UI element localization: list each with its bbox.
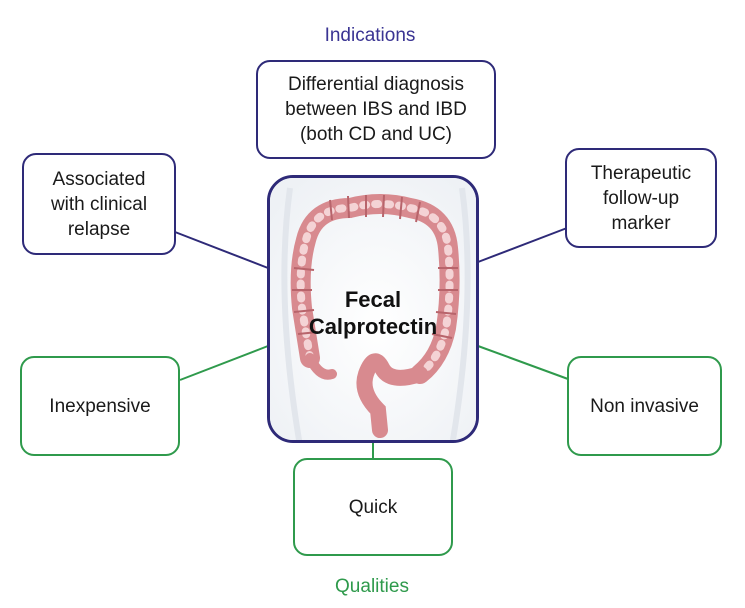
- inexpensive-box: Inexpensive: [20, 356, 180, 456]
- differential-diagnosis-box: Differential diagnosis between IBS and I…: [256, 60, 496, 159]
- connector-relapse: [174, 231, 269, 269]
- fecal-calprotectin-center: Fecal Calprotectin: [267, 175, 479, 443]
- connector-followup: [477, 227, 568, 263]
- center-title-line2: Calprotectin: [308, 314, 438, 339]
- connector-noninvasive: [477, 345, 569, 380]
- connector-inexpensive: [179, 345, 269, 381]
- clinical-relapse-box: Associated with clinical relapse: [22, 153, 176, 255]
- non-invasive-box: Non invasive: [567, 356, 722, 456]
- qualities-caption: Qualities: [335, 576, 409, 597]
- center-title-line1: Fecal: [344, 287, 402, 312]
- colon-illustration-icon: [270, 178, 476, 440]
- indications-caption: Indications: [324, 25, 416, 46]
- quick-box: Quick: [293, 458, 453, 556]
- therapeutic-followup-box: Therapeutic follow-up marker: [565, 148, 717, 248]
